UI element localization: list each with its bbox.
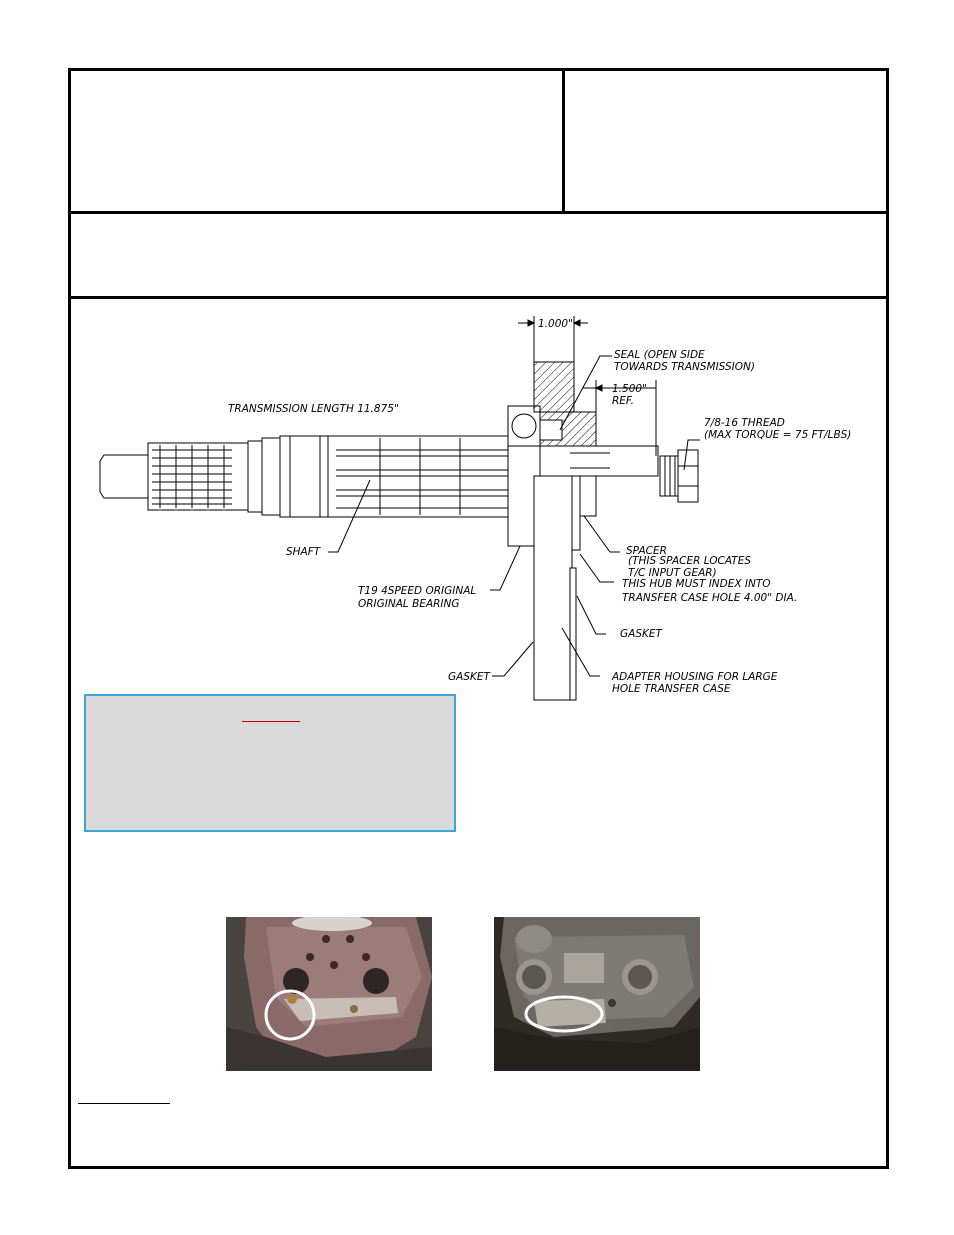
- spacer-label-line1: SPACER: [626, 545, 667, 557]
- bearing-label-line1: T19 4SPEED ORIGINAL: [358, 585, 476, 597]
- shaft-drawing: [99, 435, 509, 518]
- shaft-label: SHAFT: [286, 546, 322, 558]
- adapter-label-line2: HOLE TRANSFER CASE: [612, 683, 731, 695]
- transmission-length-label: TRANSMISSION LENGTH 11.875": [228, 403, 399, 415]
- dim-ref-label: REF.: [612, 395, 634, 407]
- spacer-label-line2: (THIS SPACER LOCATES: [628, 555, 751, 567]
- adapter-housing-drawing: [507, 361, 699, 701]
- photo-1-image: [226, 917, 432, 1071]
- seal-label-line2: TOWARDS TRANSMISSION): [614, 361, 755, 373]
- footer-heading-underline: [78, 1103, 170, 1104]
- adapter-label-line1: ADAPTER HOUSING FOR LARGE: [611, 671, 778, 683]
- dimension-lines: [518, 316, 657, 456]
- dim-1500-label: 1.500": [612, 383, 647, 395]
- photo-2-image: [494, 917, 700, 1071]
- document-frame: [68, 68, 889, 1169]
- gasket-label-right: GASKET: [620, 628, 664, 640]
- seal-label-line1: SEAL (OPEN SIDE: [614, 349, 705, 361]
- gasket-label-left: GASKET: [448, 671, 492, 683]
- bearing-label-line2: ORIGINAL BEARING: [358, 598, 460, 610]
- footer-note: [78, 1086, 858, 1146]
- thread-label-line2: (MAX TORQUE = 75 FT/LBS): [704, 429, 851, 441]
- note-heading-underline: [242, 721, 300, 722]
- transfer-case-photo-2: [494, 917, 700, 1071]
- thread-label-line1: 7/8-16 THREAD: [704, 417, 785, 429]
- transfer-case-photo-1: [226, 917, 432, 1071]
- leader-lines: [328, 355, 700, 677]
- title-block-divider: [562, 71, 565, 211]
- note-box: [84, 694, 456, 832]
- dim-1000-label: 1.000": [538, 318, 573, 330]
- hub-label-line2: TRANSFER CASE HOLE 4.00" DIA.: [622, 592, 797, 604]
- spacer-label-line3: T/C INPUT GEAR): [628, 567, 717, 579]
- hub-label-line1: THIS HUB MUST INDEX INTO: [622, 578, 771, 590]
- subheader-divider: [71, 296, 886, 299]
- header-divider: [71, 211, 886, 214]
